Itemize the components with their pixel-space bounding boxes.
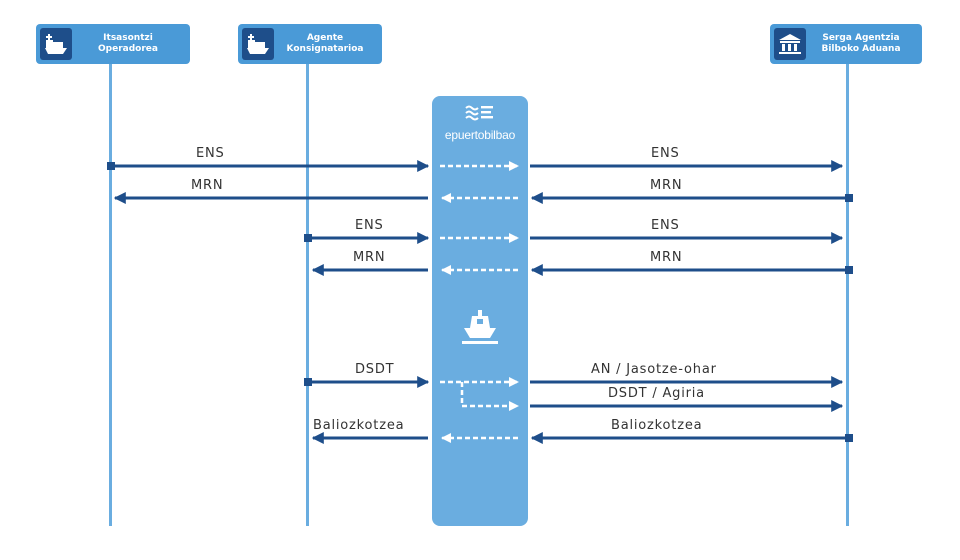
actor-ship-operator: Itsasontzi Operadorea [36,24,190,64]
lifeline-agent [306,62,309,526]
hub-logo: epuertobilbao [432,104,528,142]
waves-logo-icon [465,105,493,121]
msg-ens-1: ENS [196,146,225,161]
epuertobilbao-hub: epuertobilbao [432,96,528,526]
ship-on-water-icon [462,310,498,344]
msg-mrn-4: MRN [650,250,683,265]
actor-customs-line1: Serga Agentzia [822,33,900,43]
actor-operator-line2: Operadorea [98,44,158,54]
arrow-start-marker [845,266,853,274]
actor-agent-line2: Konsignatarioa [286,44,364,54]
msg-an-jasotze-ohar: AN / Jasotze-ohar [591,362,717,377]
actor-operator-line1: Itsasontzi [103,33,153,43]
msg-mrn-2: MRN [650,178,683,193]
msg-baliozkotzea-1: Baliozkotzea [313,418,405,433]
lifeline-operator [109,62,112,526]
ship-icon [242,28,274,60]
customs-building-icon [774,28,806,60]
msg-mrn-3: MRN [353,250,386,265]
arrow-start-marker [304,378,312,386]
msg-ens-3: ENS [355,218,384,233]
arrow-start-marker [845,194,853,202]
msg-ens-2: ENS [651,146,680,161]
arrow-start-marker [304,234,312,242]
hub-brand-text: epuertobilbao [444,128,516,142]
msg-mrn-1: MRN [191,178,224,193]
arrow-start-marker [845,434,853,442]
hub-passthrough-branch [460,382,519,411]
msg-dsdt: DSDT [355,362,395,377]
lifeline-customs [846,62,849,526]
msg-dsdt-agiria: DSDT / Agiria [608,386,705,401]
ship-icon [40,28,72,60]
msg-ens-4: ENS [651,218,680,233]
actor-customs: Serga Agentzia Bilboko Aduana [770,24,922,64]
actor-customs-line2: Bilboko Aduana [821,44,901,54]
actor-agent-line1: Agente [306,33,344,43]
actor-shipping-agent: Agente Konsignatarioa [238,24,382,64]
msg-baliozkotzea-2: Baliozkotzea [611,418,703,433]
arrow-start-marker [107,162,115,170]
